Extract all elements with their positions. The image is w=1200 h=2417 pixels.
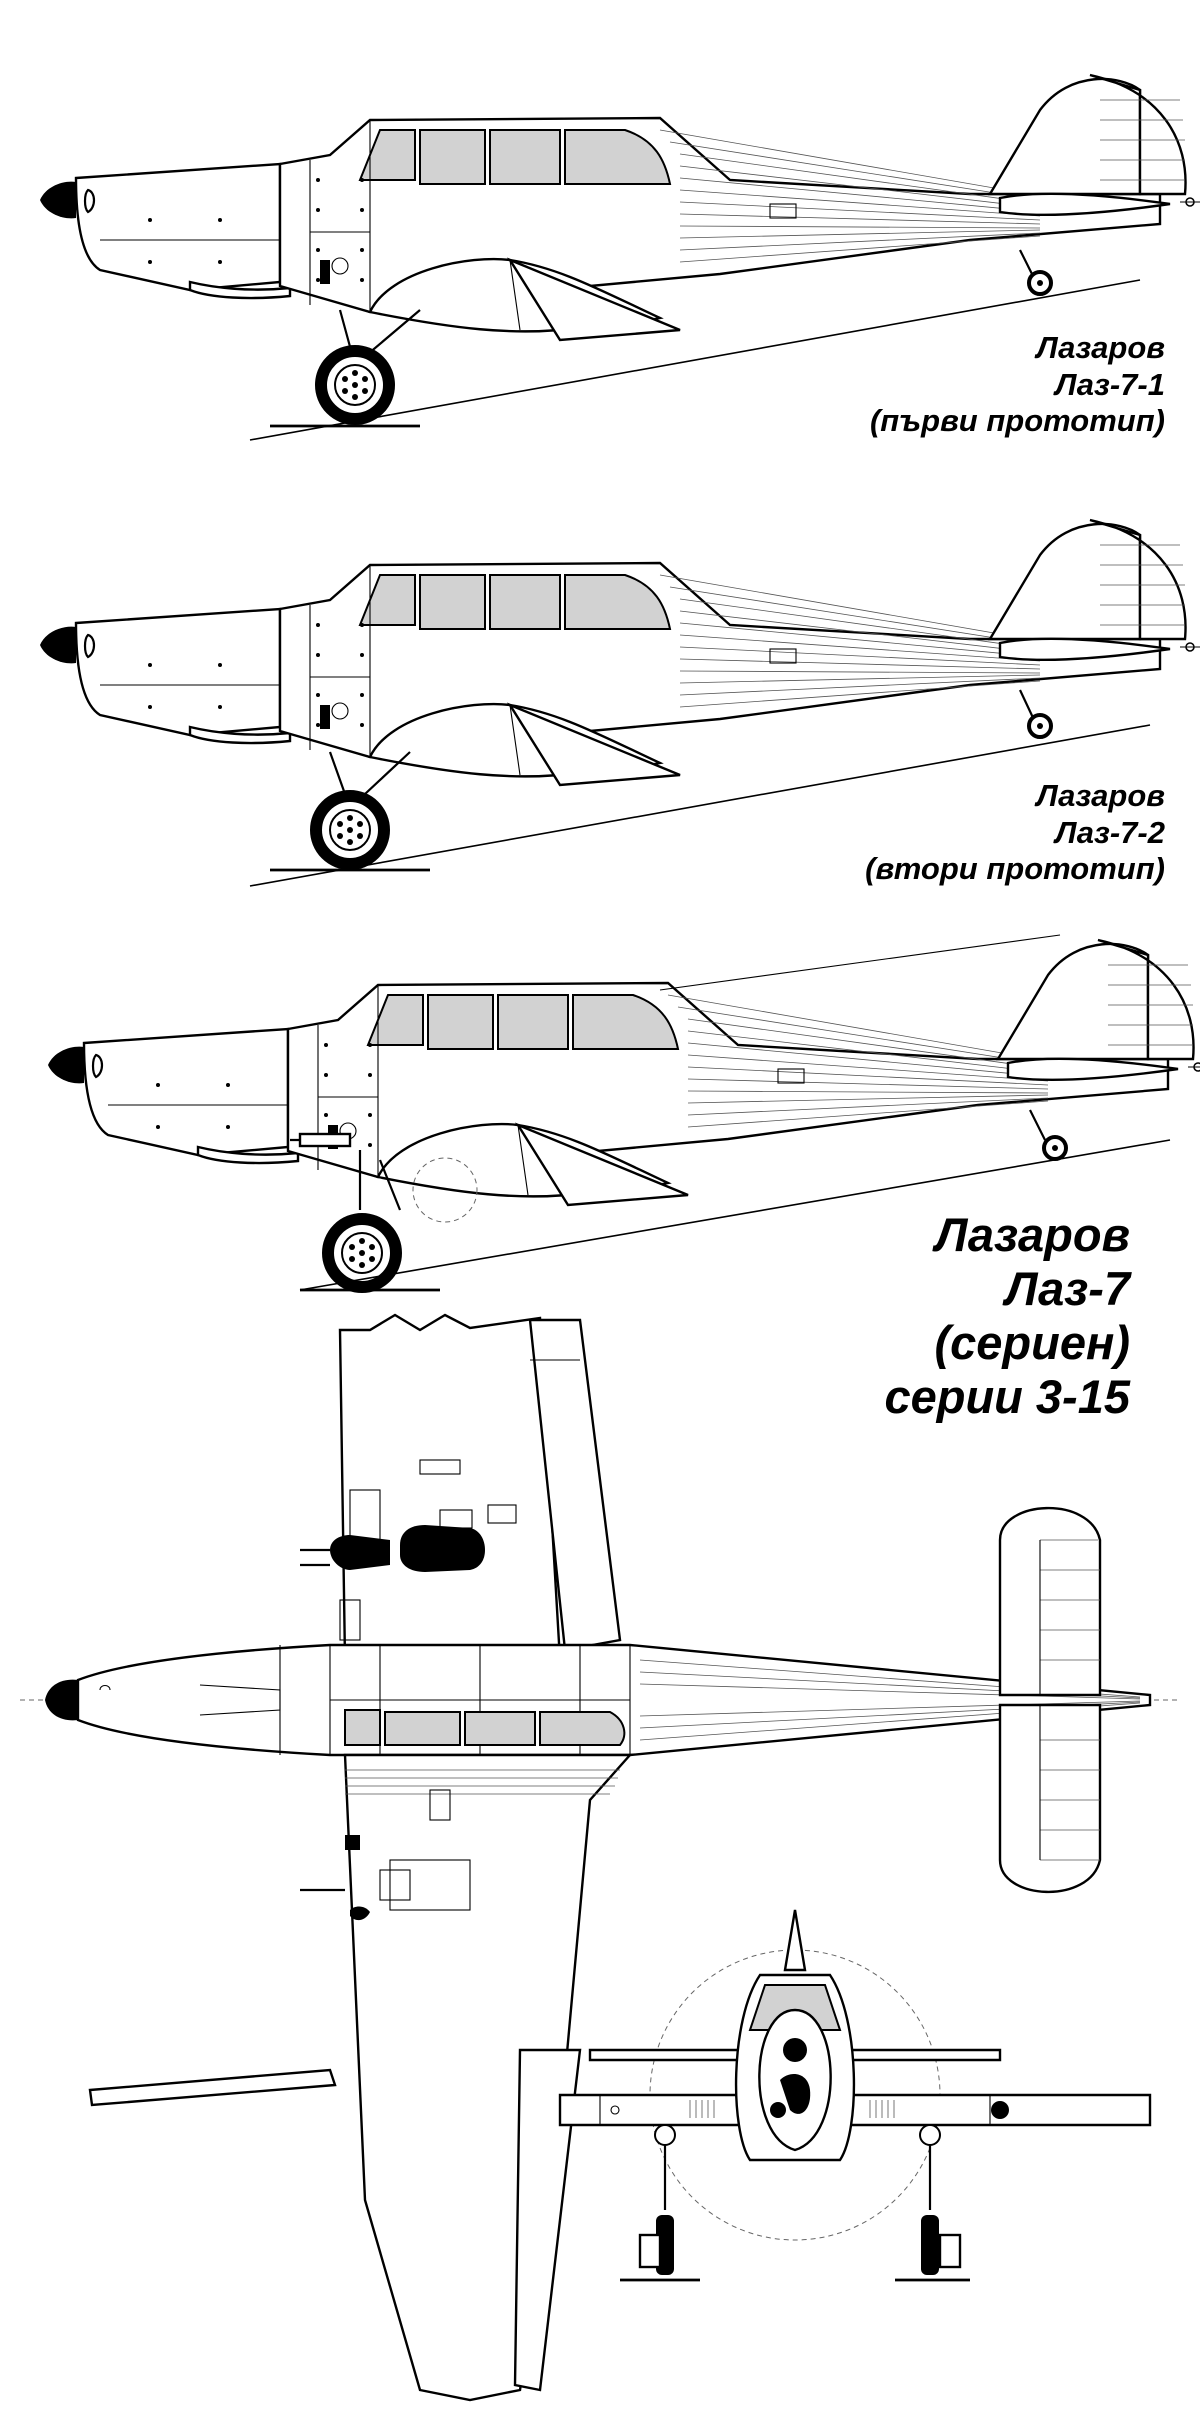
caption-laz-7-2-line-1: Лазаров xyxy=(1036,778,1165,813)
caption-laz-7-line-4: серии 3-15 xyxy=(884,1370,1130,1424)
caption-laz-7: Лазаров Лаз-7 (сериен) серии 3-15 xyxy=(740,1208,1130,1424)
side-view-laz-7-2 xyxy=(38,518,1200,887)
side-view-laz-7-1 xyxy=(38,73,1200,441)
caption-laz-7-line-2: Лаз-7 xyxy=(1005,1262,1130,1316)
caption-laz-7-1-line-1: Лазаров xyxy=(1036,330,1165,365)
front-view-laz-7 xyxy=(558,1909,1152,2282)
caption-laz-7-1-line-2: Лаз-7-1 xyxy=(1055,366,1165,402)
caption-laz-7-2: Лазаров Лаз-7-2 (втори прототип) xyxy=(800,778,1165,888)
caption-laz-7-1: Лазаров Лаз-7-1 (първи прототип) xyxy=(800,330,1165,440)
top-view-laz-7 xyxy=(20,1313,1180,2402)
caption-laz-7-line-3: (сериен) xyxy=(934,1316,1130,1370)
side-view-laz-7 xyxy=(46,934,1200,1290)
caption-laz-7-2-line-3: (втори прототип) xyxy=(865,851,1165,887)
caption-laz-7-2-line-2: Лаз-7-2 xyxy=(1055,814,1165,850)
caption-laz-7-1-line-3: (първи прототип) xyxy=(869,403,1165,439)
caption-laz-7-line-1: Лазаров xyxy=(935,1208,1130,1261)
